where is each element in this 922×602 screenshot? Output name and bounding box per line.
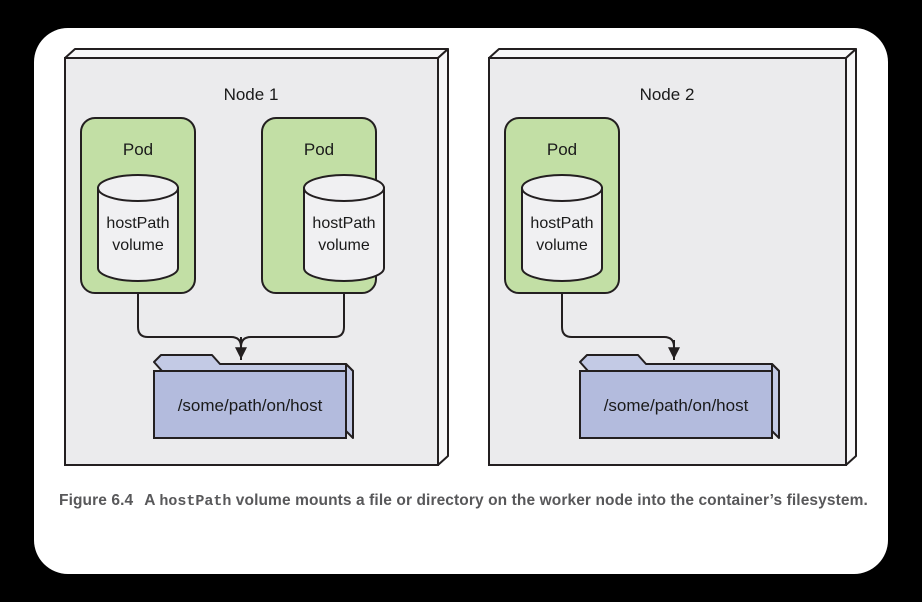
cylinder-body (521, 187, 603, 282)
figure-caption-label: Figure 6.4 (59, 492, 134, 509)
cylinder-top (521, 174, 603, 202)
pod-label: Pod (547, 140, 577, 159)
node-1-pod-1: Pod hostPath volume (80, 117, 196, 294)
volume-label-line2: volume (536, 237, 588, 254)
hostpath-volume-diagram: Node 1 Pod host (64, 48, 857, 466)
cylinder-body (303, 187, 385, 282)
node-2-host-folder: /some/path/on/host (579, 354, 780, 439)
cylinder-top (303, 174, 385, 202)
folder-side (345, 363, 354, 439)
cylinder-top (97, 174, 179, 202)
node-1-slab-side (437, 48, 449, 466)
figure-diagram-area: Node 1 Pod host (34, 28, 888, 574)
figure-caption-lead: A (144, 492, 155, 509)
volume-label-line1: hostPath (312, 215, 375, 232)
figure-caption-rest: volume mounts a file or directory on the… (235, 492, 868, 509)
folder-body (153, 370, 347, 439)
volume-label-line2: volume (112, 237, 164, 254)
folder-path-label: /some/path/on/host (604, 396, 749, 415)
node-2-title: Node 2 (640, 85, 695, 104)
node-2-slab-top (488, 48, 857, 59)
figure-card: Node 1 Pod host (34, 28, 888, 574)
hostpath-volume-cylinder: hostPath volume (521, 174, 603, 282)
hostpath-volume-cylinder: hostPath volume (303, 174, 385, 282)
folder-body (579, 370, 773, 439)
hostpath-volume-cylinder: hostPath volume (97, 174, 179, 282)
volume-label-line1: hostPath (530, 215, 593, 232)
folder-side (771, 363, 780, 439)
node-2-pod-1: Pod hostPath volume (504, 117, 620, 294)
node-1-title: Node 1 (224, 85, 279, 104)
figure-caption: Figure 6.4 A hostPath volume mounts a fil… (59, 488, 871, 514)
node-1-group: Node 1 Pod host (64, 48, 449, 466)
node-1-host-folder: /some/path/on/host (153, 354, 354, 439)
node-1-pod-2: Pod hostPath volume (261, 117, 385, 294)
volume-label-line2: volume (318, 237, 370, 254)
volume-label-line1: hostPath (106, 215, 169, 232)
node-2-slab-side (845, 48, 857, 466)
folder-path-label: /some/path/on/host (178, 396, 323, 415)
node-1-slab-top (64, 48, 449, 59)
pod-label: Pod (304, 140, 334, 159)
pod-label: Pod (123, 140, 153, 159)
cylinder-body (97, 187, 179, 282)
figure-caption-code: hostPath (159, 493, 232, 510)
node-2-group: Node 2 Pod hostPath volume (488, 48, 857, 466)
